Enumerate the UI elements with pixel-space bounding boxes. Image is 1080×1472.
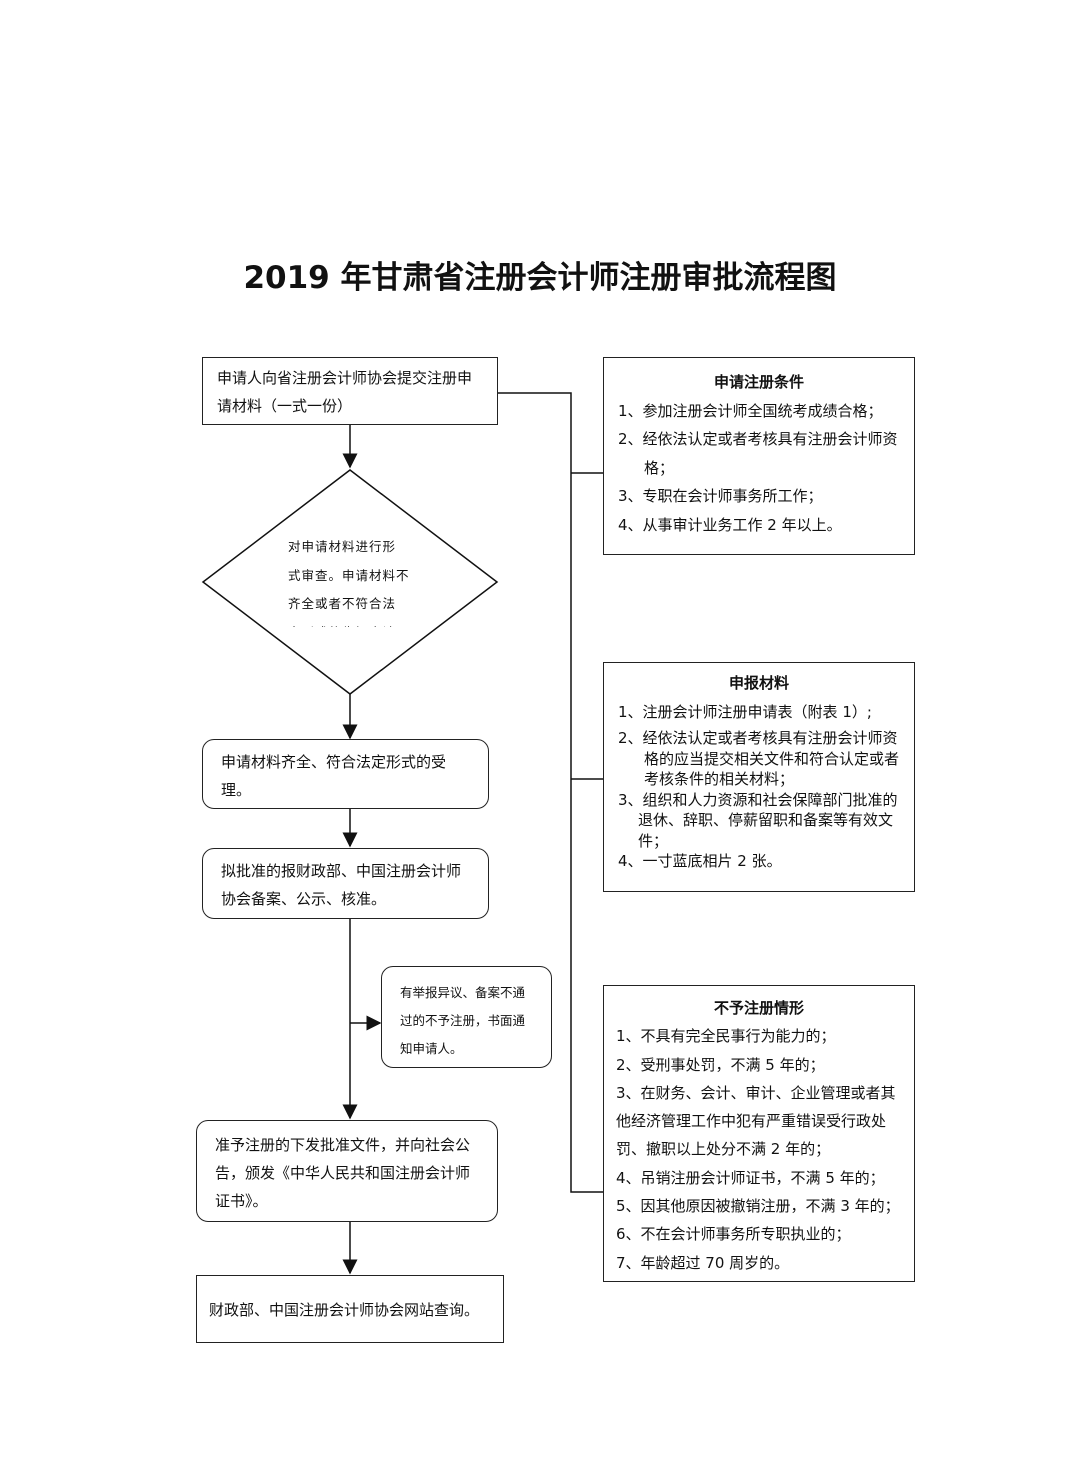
step-accept: 申请材料齐全、符合法定形式的受理。: [202, 739, 489, 809]
step-approve: 拟批准的报财政部、中国注册会计师协会备案、公示、核准。: [202, 848, 489, 919]
conditions-box: 申请注册条件 1、参加注册会计师全国统考成绩合格； 2、经依法认定或者考核具有注…: [603, 357, 915, 555]
step-query: 财政部、中国注册会计师协会网站查询。: [196, 1275, 504, 1343]
step-submit: 申请人向省注册会计师协会提交注册申请材料（一式一份）: [202, 357, 498, 425]
refusal-box: 不予注册情形 1、不具有完全民事行为能力的； 2、受刑事处罚，不满 5 年的； …: [603, 985, 915, 1282]
page-title: 2019 年甘肃省注册会计师注册审批流程图: [243, 260, 837, 296]
materials-box: 申报材料 1、注册会计师注册申请表（附表 1）; 2、经依法认定或者考核具有注册…: [603, 662, 915, 892]
decision-text: 对申请材料进行形 式审查。申请材料不 齐全或者不符合法 定形式的告知申请: [288, 539, 410, 627]
side-reject-note: 有举报异议、备案不通过的不予注册，书面通知申请人。: [381, 966, 552, 1068]
bracket-line: [497, 392, 603, 1193]
step-grant: 准予注册的下发批准文件，并向社会公告，颁发《中华人民共和国注册会计师证书》。: [196, 1120, 498, 1222]
